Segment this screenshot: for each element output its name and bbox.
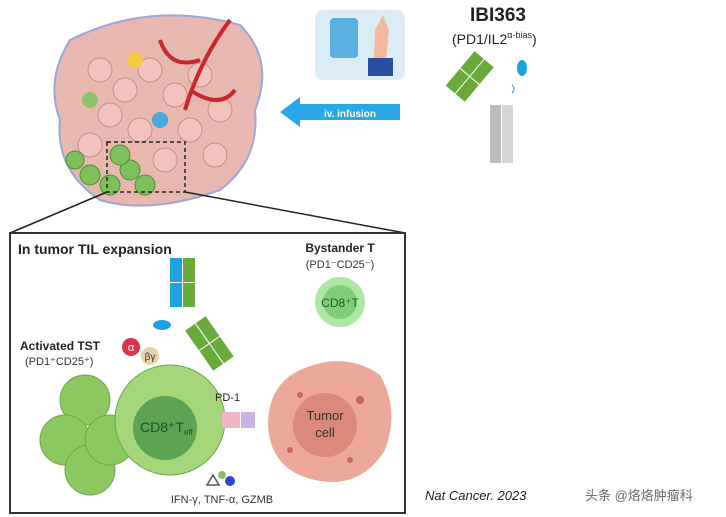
- panel-antibody-icon: [153, 258, 234, 371]
- infusion-label: iv. infusion: [324, 109, 376, 120]
- il2-receptor-betagamma: [141, 347, 159, 365]
- betagamma-label: βγ: [145, 352, 156, 363]
- cytokine-circle-icon: [225, 476, 235, 486]
- infusion-arrow: iv. infusion: [280, 97, 400, 127]
- alpha-label: α: [128, 342, 135, 354]
- bystander-title: Bystander T: [305, 241, 375, 255]
- pdl1-ligand: [241, 412, 255, 428]
- cytokines-label: IFN-γ, TNF-α, GZMB: [171, 494, 273, 506]
- il2-receptor-alpha: [122, 338, 140, 356]
- tumor-cell: [268, 361, 392, 482]
- bystander-cell-label: CD8⁺T: [321, 296, 359, 310]
- activated-cell-label: CD8⁺Teff: [140, 419, 193, 437]
- ibi363-antibody-icon: [445, 51, 527, 163]
- tumor-label-1: Tumor: [306, 408, 344, 423]
- activated-markers: (PD1⁺CD25⁺): [25, 356, 93, 368]
- activated-title: Activated TST: [20, 339, 101, 353]
- activated-t-cells: [39, 364, 226, 496]
- panel-title: In tumor TIL expansion: [18, 241, 172, 257]
- infusion-illustration: [315, 10, 405, 80]
- pd1-label: PD-1: [215, 392, 240, 404]
- bystander-markers: (PD1⁻CD25⁻): [306, 259, 374, 271]
- cytokine-triangle-icon: [205, 473, 221, 486]
- drug-target: (PD1/IL2α-bias): [452, 30, 537, 47]
- cytokine-crescent-icon: [218, 471, 226, 479]
- tumor-label-2: cell: [315, 425, 335, 440]
- pd1-receptor: [222, 412, 240, 428]
- citation: Nat Cancer. 2023: [425, 488, 527, 503]
- drug-name: IBI363: [470, 5, 526, 26]
- watermark: 头条 @烙烙肿瘤科: [585, 488, 693, 503]
- tumor-tissue: [53, 14, 264, 207]
